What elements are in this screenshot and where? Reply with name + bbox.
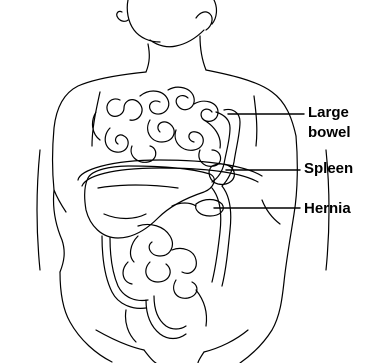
label-large-bowel-line2: bowel <box>308 124 351 142</box>
leader-lines <box>214 114 304 208</box>
lower-intestines <box>102 224 207 342</box>
small-bowel-loops <box>93 87 221 166</box>
label-spleen: Spleen <box>304 160 353 178</box>
label-hernia: Hernia <box>304 200 351 218</box>
liver-shape <box>85 166 215 238</box>
pelvis-outline <box>96 330 248 363</box>
large-bowel <box>212 110 240 287</box>
label-large-bowel-line1: Large <box>308 104 349 122</box>
torso-outline <box>53 36 298 363</box>
head-outline <box>117 0 217 47</box>
